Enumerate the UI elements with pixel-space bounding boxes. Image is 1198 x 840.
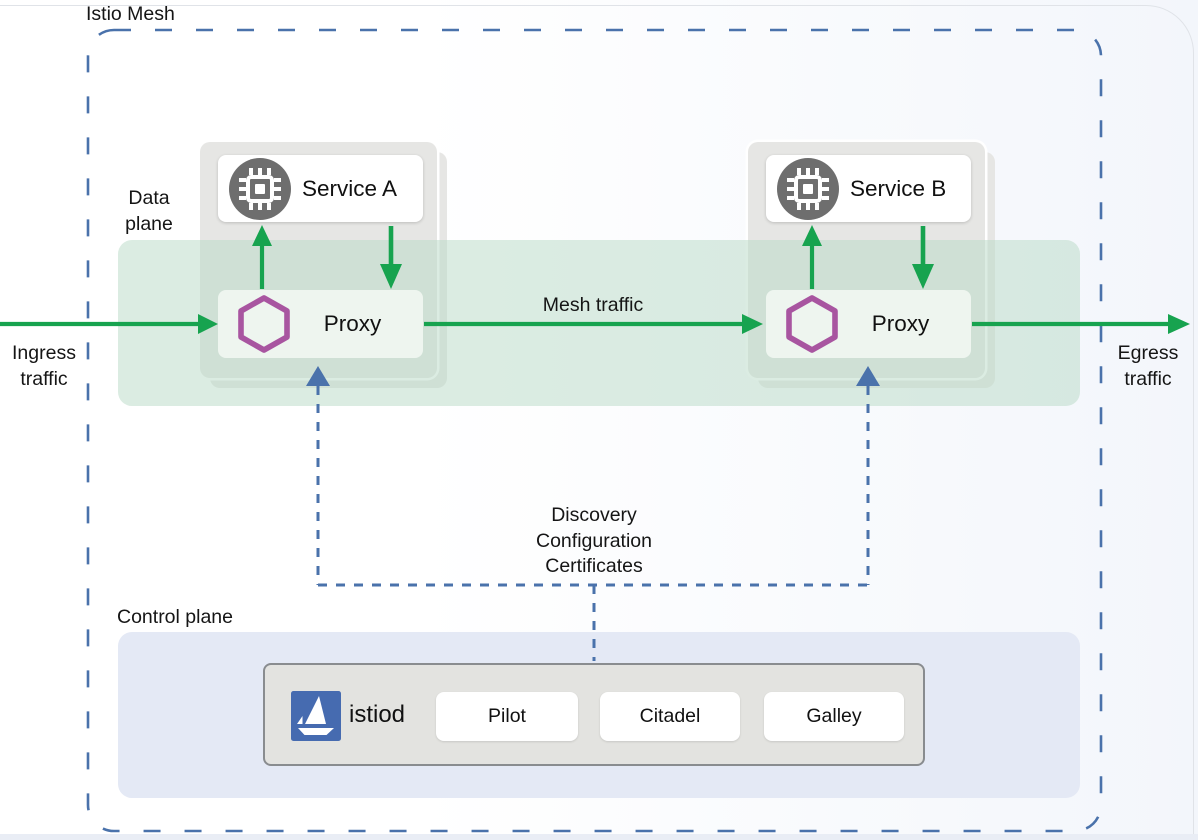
istio-sail-logo [291, 691, 341, 741]
envoy-hexagon-icon [786, 295, 838, 353]
data-plane-label: Data plane [125, 187, 173, 235]
proxy-b-label: Proxy [871, 311, 930, 336]
service-b-label: Service B [850, 175, 947, 201]
proxy-a-box: Proxy [218, 290, 423, 358]
citadel-box: Citadel [600, 692, 740, 741]
page-bottom-edge [0, 834, 1198, 840]
proxy-a-label: Proxy [323, 311, 382, 336]
istiod-label: istiod [349, 701, 406, 728]
discovery-configuration-certificates-label: Discovery Configuration Certificates [536, 504, 652, 577]
control-plane-label: Control plane [117, 606, 233, 628]
mesh-traffic-label: Mesh traffic [542, 294, 644, 316]
service-a-label: Service A [302, 175, 398, 201]
istio-mesh-label: Istio Mesh [86, 3, 175, 25]
egress-traffic-label: Egress traffic [1117, 342, 1179, 390]
ingress-traffic-label: Ingress traffic [12, 342, 76, 390]
cpu-chip-icon [229, 157, 291, 220]
istiod-box: istiod Pilot Citadel Galley [263, 663, 925, 766]
proxy-b-box: Proxy [766, 290, 971, 358]
galley-box: Galley [764, 692, 904, 741]
envoy-hexagon-icon [238, 295, 290, 353]
service-a-box: Service A [218, 155, 423, 222]
pilot-box: Pilot [436, 692, 578, 741]
service-b-box: Service B [766, 155, 971, 222]
cpu-chip-icon [777, 157, 839, 220]
